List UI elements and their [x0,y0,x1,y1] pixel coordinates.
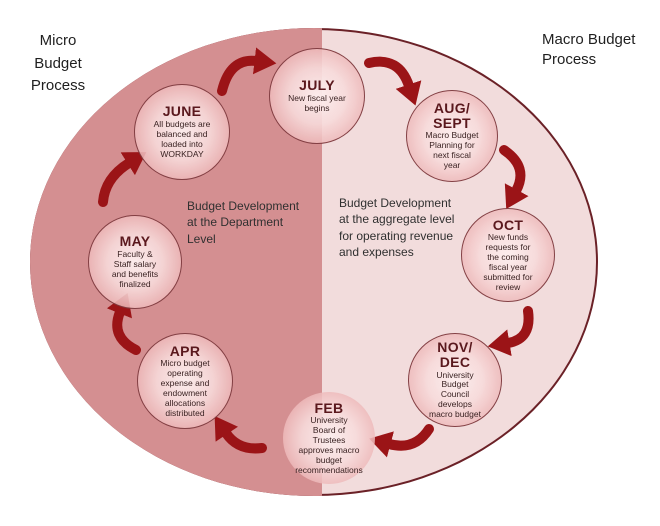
arrow-may-to-june [98,152,147,207]
month-title: JUNE [162,103,202,120]
month-title: APR [169,342,201,359]
month-title: OCT [492,216,524,233]
month-title: FEB [314,399,344,416]
arrow-novdec-to-feb [369,424,434,458]
department-level-annotation: Budget Development at the Department Lev… [187,199,300,246]
month-description: University Budget Council develops macro… [429,369,481,419]
month-title: NOV/ DEC [437,339,473,370]
month-description: Faculty & Staff salary and benefits fina… [111,249,159,289]
macro-budget-process-label: Macro Budget Process [542,31,636,69]
arrow-augsept-to-oct [499,145,529,210]
arrow-july-to-augsept [364,56,422,106]
arrow-apr-to-may [106,292,141,355]
month-circle-july: JULY New fiscal year begins [269,48,365,144]
aggregate-level-annotation: Budget Development at the aggregate leve… [339,196,455,260]
arrow-feb-to-apr [214,415,267,454]
micro-budget-process-label: Micro Budget Process [30,32,86,94]
arrow-june-to-july [217,47,277,96]
month-circle-june: JUNE All budgets are balanced and loaded… [134,84,230,180]
month-circle-nov-dec: NOV/ DEC University Budget Council devel… [408,333,502,427]
month-circle-may: MAY Faculty & Staff salary and benefits … [88,215,182,309]
month-circle-oct: OCT New funds requests for the coming fi… [461,208,555,302]
month-circle-apr: APR Micro budget operating expense and e… [137,333,233,429]
month-circle-feb: FEB University Board of Trustees approve… [283,392,375,484]
arrow-oct-to-novdec [487,306,534,357]
month-title: JULY [299,77,335,94]
month-description: Micro budget operating expense and endow… [160,358,210,418]
month-title: MAY [119,233,151,250]
month-description: Macro Budget Planning for next fiscal ye… [425,130,479,171]
month-title: AUG/ SEPT [433,100,471,131]
month-description: University Board of Trustees approves ma… [295,415,363,475]
month-description: New funds requests for the coming fiscal… [483,232,533,292]
month-description: New fiscal year begins [288,92,346,113]
month-circle-aug-sept: AUG/ SEPT Macro Budget Planning for next… [406,90,498,182]
month-description: All budgets are balanced and loaded into… [153,119,211,159]
